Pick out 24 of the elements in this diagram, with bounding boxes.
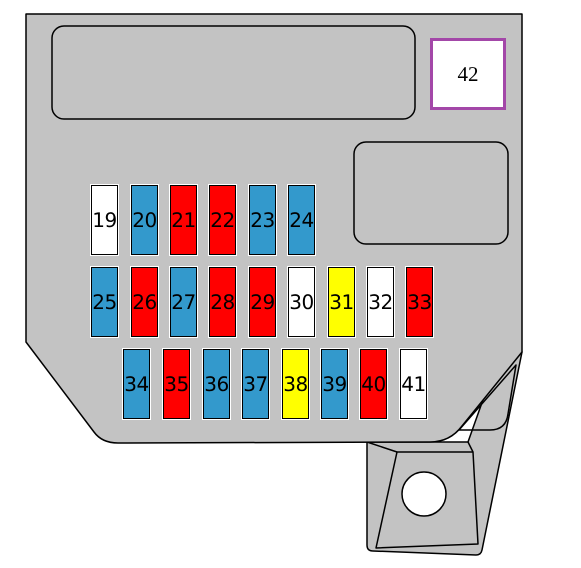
fuse: 38 [282,349,309,419]
fuse: 23 [249,185,276,255]
fuse: 40 [360,349,387,419]
fuse: 27 [170,267,197,337]
fuse: 26 [131,267,158,337]
fuse: 34 [123,349,150,419]
fuse: 28 [209,267,236,337]
fuse-slot: 42 [430,38,506,110]
fuse: 21 [170,185,197,255]
fuse: 19 [91,185,118,255]
fuse: 24 [288,185,315,255]
fuse: 32 [367,267,394,337]
fuse: 29 [249,267,276,337]
fuse: 39 [321,349,348,419]
fuse: 22 [209,185,236,255]
fuse: 25 [91,267,118,337]
fuse: 36 [203,349,230,419]
fuse: 31 [328,267,355,337]
fuse: 41 [400,349,427,419]
fuse: 20 [131,185,158,255]
fuse: 30 [288,267,315,337]
fuse: 35 [163,349,190,419]
fuse: 33 [406,267,433,337]
fuse: 37 [242,349,269,419]
